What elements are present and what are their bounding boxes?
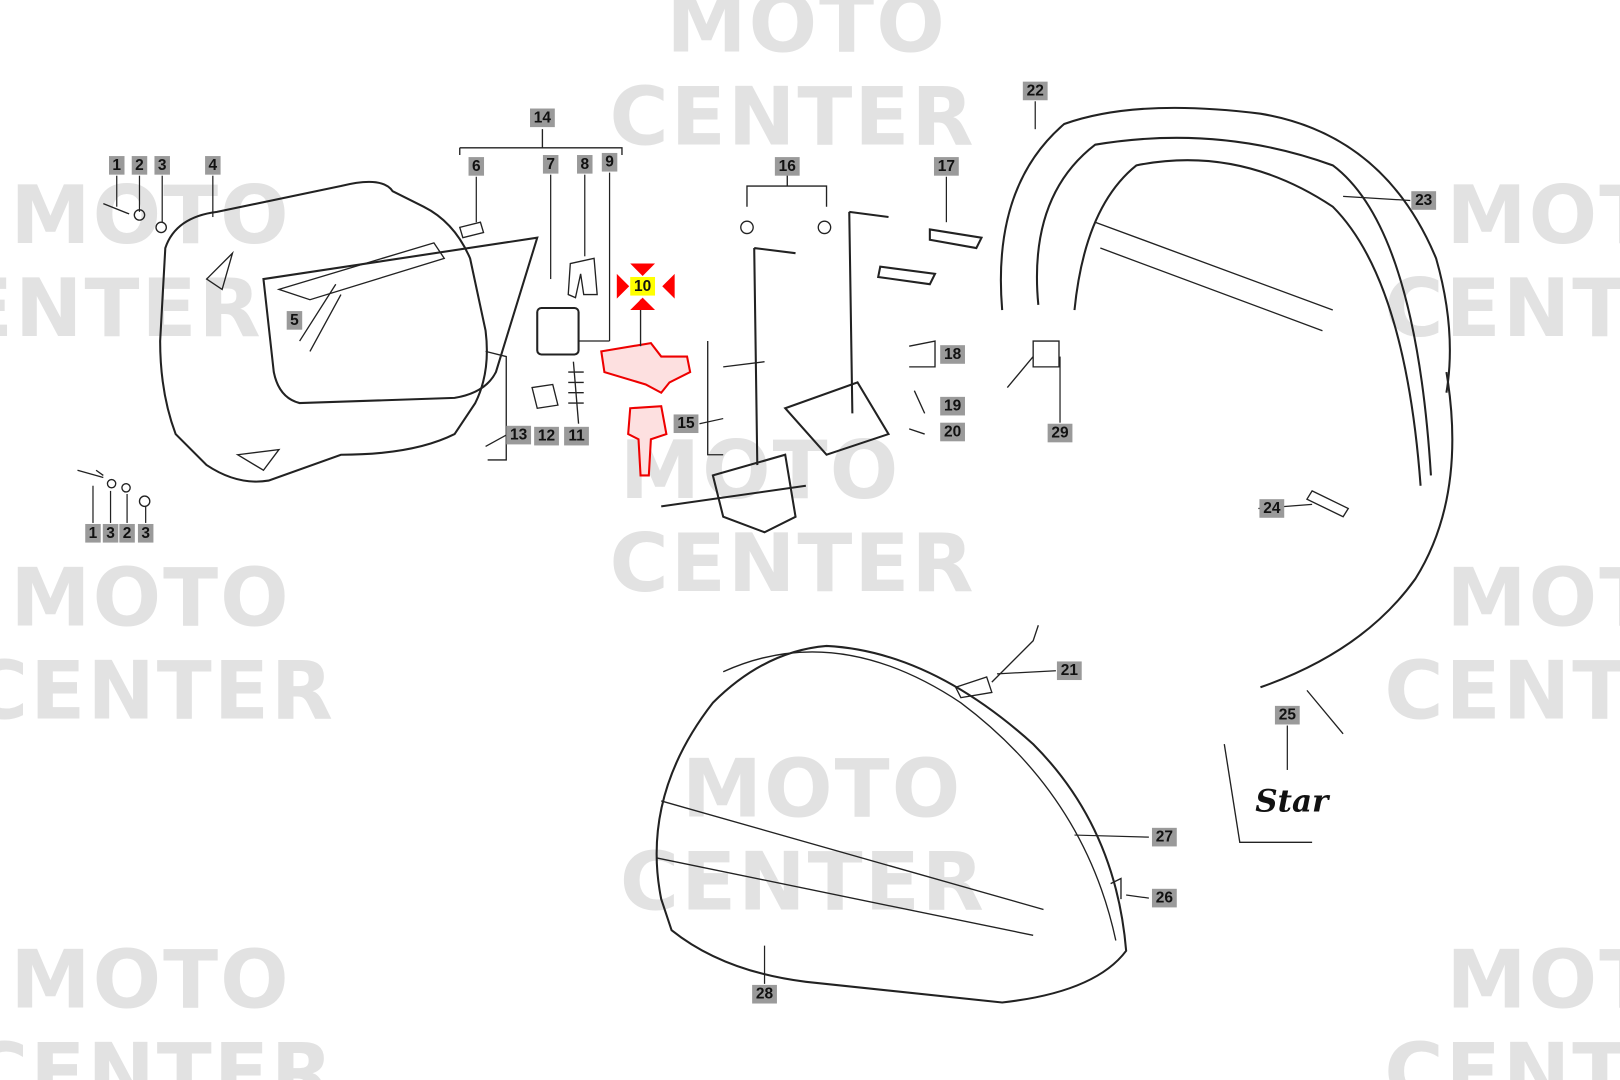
part-label-29[interactable]: 29 [1051,425,1069,442]
left-glovebox-drawing [77,129,623,508]
part-label-bg [1411,191,1437,210]
part-label-bg [131,156,148,175]
part-label-11[interactable]: 11 [568,428,585,445]
part-label-bg [530,108,555,128]
part-label-28[interactable]: 28 [756,986,774,1003]
watermark-text: CENTER [0,1027,335,1080]
watermark-text: MOTO [1446,551,1620,645]
star-logo-text: Star [1255,783,1331,819]
part-label-18[interactable]: 18 [944,346,962,363]
part-label-8[interactable]: 8 [580,156,589,173]
part-label-24[interactable]: 24 [1263,500,1281,517]
part-10-highlighted [600,299,692,477]
watermark-text: MOTO [10,934,290,1028]
watermark-text: CENTER [610,517,976,611]
part-label-bg [1022,81,1048,101]
part-label-bg [542,155,559,174]
part-label-1[interactable]: 1 [89,525,98,542]
part-label-bg [940,396,965,416]
part-label-bg [752,984,777,1004]
watermark-text: CENTER [1384,1027,1620,1080]
leader-lines [92,101,1411,984]
watermark-text: MOTO [666,0,946,72]
part-label-3[interactable]: 3 [158,157,167,174]
part-label-bg [1056,661,1082,681]
part-label-bg [137,523,154,543]
part-label-bg [1151,827,1177,847]
part-label-bg [119,523,135,543]
part-label-bg [286,311,303,330]
part-label-bg [577,155,593,174]
part-label-bg [205,156,221,175]
part-label-7[interactable]: 7 [546,156,555,173]
part-label-1[interactable]: 1 [112,157,121,174]
highlight-label-bg [630,276,656,296]
part-label-bg [940,345,965,364]
part-label-bg [154,156,170,175]
watermark-text: CENTER [620,835,986,929]
part-label-5[interactable]: 5 [290,312,299,329]
part-label-2[interactable]: 2 [123,525,132,542]
star-logo: Star [1255,783,1331,819]
watermark-text: CENTER [1384,262,1620,356]
right-body-panel-drawing [655,106,1454,1004]
part-label-bg [1259,499,1285,518]
marker-arrow-top [630,263,656,276]
part-label-4[interactable]: 4 [209,157,218,174]
part-label-bg [933,157,959,176]
part-label-17[interactable]: 17 [938,158,955,175]
watermark-text: MOTO [1446,169,1620,263]
part-label-15[interactable]: 15 [677,415,695,432]
watermark-text: CENTER [0,262,263,356]
watermark-text: MOTO [10,551,290,645]
part-label-21[interactable]: 21 [1061,662,1079,679]
part-label-12[interactable]: 12 [538,428,555,445]
watermark-text: CENTER [1384,644,1620,738]
part-label-bg [468,157,485,176]
marker-arrow-right [662,273,675,299]
part-label-bg [564,426,589,446]
part-label-14[interactable]: 14 [534,109,552,126]
watermark-text: CENTER [610,71,976,165]
part-label-23[interactable]: 23 [1415,192,1433,209]
part-label-20[interactable]: 20 [944,423,961,440]
part-label-3[interactable]: 3 [106,525,115,542]
center-latch-drawing [661,173,984,534]
part-label-bg [534,426,559,446]
part-label-bg [102,523,119,543]
part-label-26[interactable]: 26 [1156,890,1174,907]
part-label-bg [506,425,532,445]
part-label-10[interactable]: 10 [634,278,651,295]
part-label-bg [601,152,618,172]
watermark-text: MOTO [682,742,962,836]
part-label-bg [1151,888,1177,908]
part-label-bg [1274,705,1300,725]
part-label-19[interactable]: 19 [944,398,962,415]
part-label-27[interactable]: 27 [1156,829,1173,846]
part-label-3[interactable]: 3 [141,525,150,542]
highlight-marker[interactable]: 10 [616,263,675,311]
part-label-bg [85,523,101,543]
part-label-bg [940,422,965,442]
part-label-9[interactable]: 9 [605,154,614,171]
part-label-16[interactable]: 16 [779,158,797,175]
part-label-bg [673,414,699,434]
watermark-text: MOTO [1446,934,1620,1028]
part-label-13[interactable]: 13 [510,427,528,444]
part-label-bg [108,156,125,175]
marker-arrow-bottom [630,297,656,311]
part-label-25[interactable]: 25 [1279,707,1297,724]
part-label-2[interactable]: 2 [135,157,144,174]
watermark-text: CENTER [0,644,335,738]
marker-arrow-left [616,273,630,299]
watermark-text: MOTO [620,424,900,518]
part-label-bg [1047,423,1073,443]
part-label-bg [774,157,800,176]
part-label-6[interactable]: 6 [472,158,481,175]
part-label-22[interactable]: 22 [1027,82,1044,99]
watermark-text: MOTO [10,169,290,263]
